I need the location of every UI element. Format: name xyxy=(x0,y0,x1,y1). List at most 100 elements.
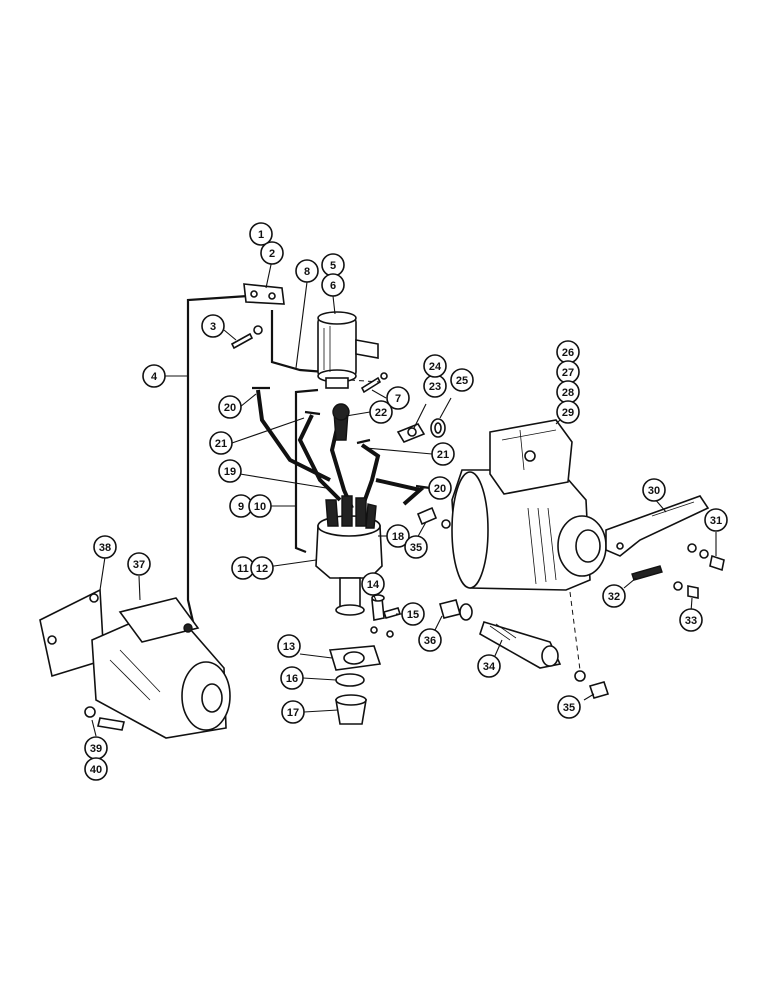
bolt-35-upper xyxy=(416,506,451,529)
callout-17: 17 xyxy=(281,700,305,724)
svg-text:11: 11 xyxy=(237,563,249,575)
distributor xyxy=(315,495,383,616)
svg-text:32: 32 xyxy=(608,591,620,603)
spacer-36 xyxy=(439,599,473,621)
distributor-clamp xyxy=(328,645,382,671)
bolt-31 xyxy=(687,543,725,572)
callout-19: 19 xyxy=(218,459,242,483)
svg-text:33: 33 xyxy=(685,615,697,627)
svg-text:27: 27 xyxy=(562,367,574,379)
callout-32: 32 xyxy=(602,584,626,608)
callout-24: 24 xyxy=(423,354,447,378)
callout-14: 14 xyxy=(361,572,385,596)
stud-32 xyxy=(631,565,663,581)
ignition-coil xyxy=(317,311,379,389)
svg-text:20: 20 xyxy=(434,483,446,495)
svg-text:38: 38 xyxy=(99,542,111,554)
svg-text:39: 39 xyxy=(90,743,102,755)
svg-text:12: 12 xyxy=(256,563,268,575)
svg-text:13: 13 xyxy=(283,641,295,653)
coil-cable xyxy=(270,310,326,374)
callout-2: 2 xyxy=(260,241,284,265)
o-ring-16 xyxy=(335,673,365,687)
callout-22: 22 xyxy=(369,400,393,424)
shaft-34 xyxy=(479,621,562,669)
callout-39: 39 xyxy=(84,736,108,760)
svg-text:37: 37 xyxy=(133,559,145,571)
callout-31: 31 xyxy=(704,508,728,532)
callout-26: 26 xyxy=(556,340,580,364)
svg-text:24: 24 xyxy=(429,361,442,373)
callout-38: 38 xyxy=(93,535,117,559)
callout-20-left: 20 xyxy=(218,395,242,419)
bolt-14 xyxy=(370,594,385,634)
washer-25 xyxy=(430,418,446,438)
callout-36: 36 xyxy=(418,628,442,652)
ignition-wire-a xyxy=(256,389,331,482)
callout-28: 28 xyxy=(556,380,580,404)
svg-text:5: 5 xyxy=(330,260,336,272)
svg-text:21: 21 xyxy=(215,438,227,450)
bolt-3 xyxy=(230,325,263,350)
svg-text:1: 1 xyxy=(258,229,264,241)
svg-text:30: 30 xyxy=(648,485,660,497)
svg-text:20: 20 xyxy=(224,402,236,414)
callout-10: 10 xyxy=(248,494,272,518)
callout-34: 34 xyxy=(477,654,501,678)
svg-text:7: 7 xyxy=(395,393,401,405)
spark-plug-cap xyxy=(332,403,350,441)
svg-text:3: 3 xyxy=(210,321,216,333)
svg-text:19: 19 xyxy=(224,466,236,478)
callout-21-right: 21 xyxy=(431,442,455,466)
bolt-39 xyxy=(84,706,125,731)
bolt-15 xyxy=(382,607,402,638)
svg-text:16: 16 xyxy=(286,673,298,685)
callout-33: 33 xyxy=(679,608,703,632)
callout-3: 3 xyxy=(201,314,225,338)
adjusting-bracket xyxy=(605,495,710,557)
svg-text:40: 40 xyxy=(90,764,102,776)
callout-8: 8 xyxy=(295,259,319,283)
callout-6: 6 xyxy=(321,273,345,297)
callout-18: 18 xyxy=(386,524,410,548)
callout-29: 29 xyxy=(556,400,580,424)
svg-text:35: 35 xyxy=(410,542,422,554)
leader-lines xyxy=(91,259,717,737)
callout-37: 37 xyxy=(127,552,151,576)
svg-text:25: 25 xyxy=(456,375,468,387)
alternator xyxy=(451,419,607,591)
svg-text:35: 35 xyxy=(563,702,575,714)
callout-27: 27 xyxy=(556,360,580,384)
callout-1: 1 xyxy=(249,222,273,246)
callout-16: 16 xyxy=(280,666,304,690)
callout-21-left: 21 xyxy=(209,431,233,455)
callout-13: 13 xyxy=(277,634,301,658)
mounting-bracket xyxy=(243,283,285,305)
callout-35-upper: 35 xyxy=(404,535,428,559)
nut-33 xyxy=(673,581,699,599)
ignition-wire-d xyxy=(360,443,381,509)
callout-30: 30 xyxy=(642,478,666,502)
svg-text:23: 23 xyxy=(429,381,441,393)
svg-text:22: 22 xyxy=(375,407,387,419)
bolt-35-lower xyxy=(569,591,610,699)
ignition-wire-b xyxy=(297,414,342,502)
callout-12: 12 xyxy=(250,556,274,580)
svg-text:6: 6 xyxy=(330,280,336,292)
callout-4: 4 xyxy=(142,364,166,388)
svg-text:31: 31 xyxy=(710,515,722,527)
svg-text:2: 2 xyxy=(269,248,275,260)
callout-20-right: 20 xyxy=(428,476,452,500)
temperature-sender xyxy=(396,423,426,443)
adapter-17 xyxy=(335,694,367,725)
callout-40: 40 xyxy=(84,757,108,781)
svg-text:14: 14 xyxy=(367,579,380,591)
callout-7: 7 xyxy=(386,386,410,410)
callouts: 1 2 3 4 5 6 7 8 9 10 11 12 13 14 15 16 1… xyxy=(84,222,728,781)
svg-text:28: 28 xyxy=(562,387,574,399)
ignition-wire-e xyxy=(375,478,425,506)
callout-9: 9 xyxy=(229,494,253,518)
svg-text:21: 21 xyxy=(437,449,449,461)
distributor-cable xyxy=(294,388,319,554)
